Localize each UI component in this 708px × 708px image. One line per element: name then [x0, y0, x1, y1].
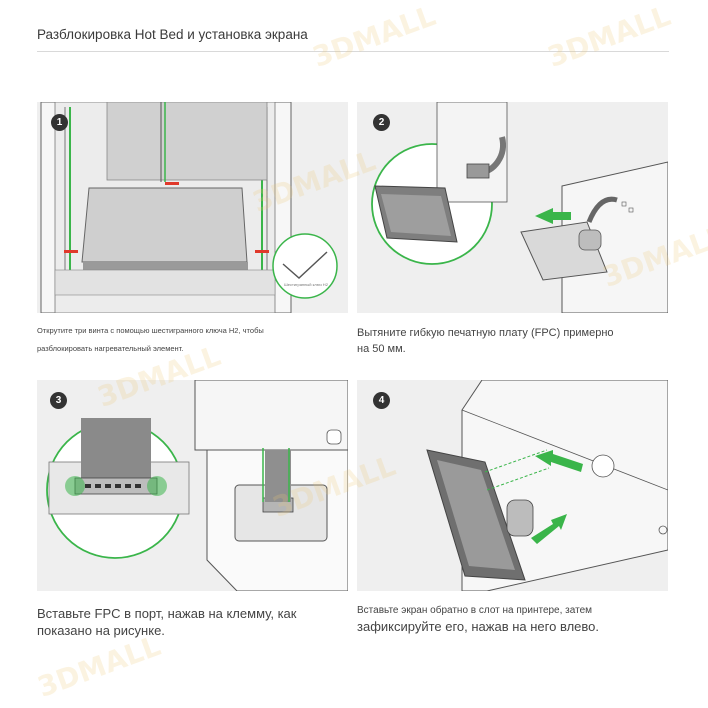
step-3-caption: Вставьте FPC в порт, нажав на клемму, ка… — [37, 605, 348, 639]
step-4-caption-line-1: Вставьте экран обратно в слот на принтер… — [357, 605, 593, 616]
step-1-caption: Открутите три винта с помощью шестигранн… — [37, 322, 337, 358]
step-1-illustration: Шестигранный ключ H2 1 — [37, 102, 348, 313]
step-4-caption: Вставьте экран обратно в слот на принтер… — [357, 603, 668, 636]
step-4-illustration: 4 — [357, 380, 668, 591]
step-2-badge: 2 — [373, 114, 390, 131]
watermark: 3DMALL — [33, 629, 165, 704]
header-divider — [37, 51, 669, 52]
page-title: Разблокировка Hot Bed и установка экрана — [37, 27, 308, 42]
step-3-caption-line-1: Вставьте FPC в порт, нажав на клемму, ка… — [37, 606, 297, 621]
step-1-caption-line-1: Открутите три винта с помощью шестигранн… — [37, 326, 264, 335]
step-1-caption-line-2: разблокировать нагревательный элемент. — [37, 344, 184, 353]
step-2-caption-line-1: Вытяните гибкую печатную плату (FPC) при… — [357, 327, 614, 339]
hex-key-label: Шестигранный ключ H2 — [284, 282, 328, 287]
step-2-illustration: 2 — [357, 102, 668, 313]
watermark: 3DMALL — [543, 0, 675, 74]
step-3-illustration: 3 — [37, 380, 348, 591]
watermark: 3DMALL — [308, 0, 440, 74]
step-2-caption-line-2: на 50 мм. — [357, 343, 406, 355]
step-2-caption: Вытяните гибкую печатную плату (FPC) при… — [357, 325, 668, 357]
step-3-badge: 3 — [50, 392, 67, 409]
step-4-badge: 4 — [373, 392, 390, 409]
step-4-caption-line-2: зафиксируйте его, нажав на него влево. — [357, 619, 599, 634]
step-1-badge: 1 — [51, 114, 68, 131]
step-3-caption-line-2: показано на рисунке. — [37, 623, 165, 638]
